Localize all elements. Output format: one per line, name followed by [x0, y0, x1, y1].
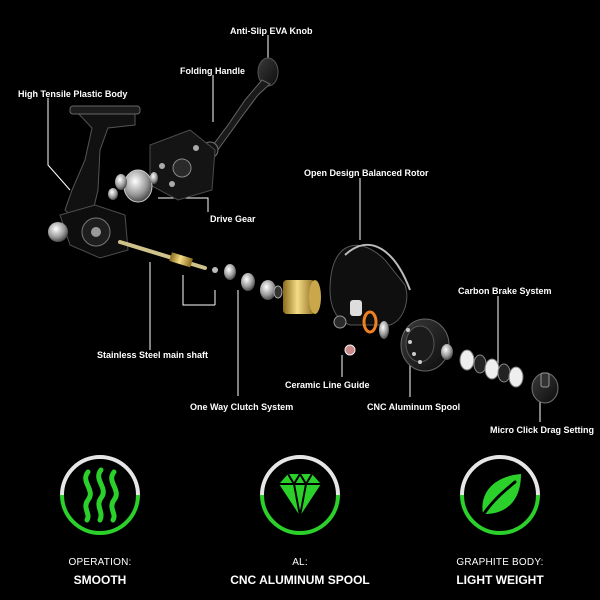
callout-body: High Tensile Plastic Body — [18, 89, 128, 99]
callout-drive-gear: Drive Gear — [210, 214, 256, 224]
callout-line-guide: Ceramic Line Guide — [285, 380, 370, 390]
feature-operation: OPERATION: SMOOTH — [0, 440, 200, 600]
feature-caption: GRAPHITE BODY: — [456, 557, 544, 568]
callout-spool: CNC Aluminum Spool — [367, 402, 461, 412]
feature-caption: OPERATION: — [68, 557, 132, 568]
callout-rotor: Open Design Balanced Rotor — [304, 168, 429, 178]
gold-clutch-housing — [283, 280, 321, 314]
waves-icon — [60, 455, 140, 535]
leaf-icon — [460, 455, 540, 535]
brake-washers — [459, 349, 524, 388]
gear-housing — [149, 129, 216, 201]
feature-spool: AL: CNC ALUMINUM SPOOL — [200, 440, 400, 600]
callout-knob: Anti-Slip EVA Knob — [230, 26, 313, 36]
feature-value: SMOOTH — [73, 573, 127, 587]
main-shaft — [118, 240, 218, 273]
callout-handle: Folding Handle — [180, 66, 245, 76]
feature-caption: AL: — [292, 557, 308, 568]
clutch-parts — [224, 264, 283, 300]
feature-value: LIGHT WEIGHT — [456, 573, 544, 587]
callout-brake: Carbon Brake System — [458, 286, 552, 296]
drive-gear — [108, 169, 158, 203]
reel-body — [48, 105, 141, 259]
feature-body: GRAPHITE BODY: LIGHT WEIGHT — [400, 440, 600, 600]
spool — [400, 318, 453, 372]
callout-clutch: One Way Clutch System — [190, 402, 294, 412]
drag-washers — [362, 310, 389, 339]
reel-exploded-diagram — [47, 35, 559, 422]
rotor — [329, 243, 411, 356]
diamond-icon — [260, 455, 340, 535]
callout-drag: Micro Click Drag Setting — [490, 425, 595, 435]
drag-knob — [531, 372, 559, 404]
callout-shaft: Stainless Steel main shaft — [97, 350, 209, 360]
feature-value: CNC ALUMINUM SPOOL — [230, 573, 370, 587]
